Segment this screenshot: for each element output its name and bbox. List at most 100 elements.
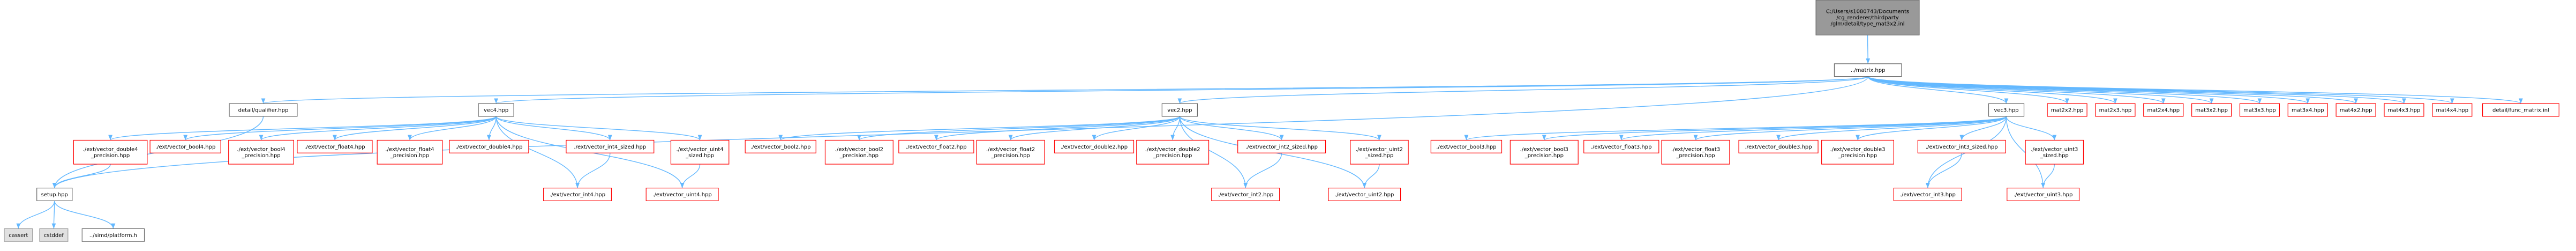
node-v4_uint4[interactable]: ./ext/vector_uint4.hpp bbox=[645, 188, 719, 201]
node-mat2x4-box bbox=[2143, 103, 2184, 117]
edge-vec3-to-v3_bool3_prec bbox=[1542, 116, 2007, 141]
edge-vec4-to-v4_uint4_sized bbox=[495, 116, 702, 141]
node-v2_float2[interactable]: ./ext/vector_float2.hpp bbox=[898, 139, 974, 153]
node-mat3x2[interactable]: mat3x2.hpp bbox=[2191, 103, 2232, 117]
node-cassert-box bbox=[4, 228, 33, 242]
node-v4_uint4-label-line-0: ./ext/vector_uint4.hpp bbox=[652, 192, 711, 198]
node-v4_double4[interactable]: ./ext/vector_double4.hpp bbox=[449, 139, 529, 153]
edge-matrix-to-setup bbox=[52, 76, 1868, 188]
node-mat2x4[interactable]: mat2x4.hpp bbox=[2143, 103, 2184, 117]
node-v2_int2[interactable]: ./ext/vector_int2.hpp bbox=[1211, 188, 1280, 201]
node-v2_uint2[interactable]: ./ext/vector_uint2.hpp bbox=[1328, 188, 1401, 201]
node-v2_uint2-box bbox=[1328, 188, 1401, 201]
node-v3_double3_prec[interactable]: ./ext/vector_double3_precision.hpp bbox=[1821, 139, 1895, 165]
node-mat3x4[interactable]: mat3x4.hpp bbox=[2287, 103, 2328, 117]
node-cstddef[interactable]: cstddef bbox=[39, 228, 69, 242]
node-v2_uint2_sized[interactable]: ./ext/vector_uint2_sized.hpp bbox=[1350, 139, 1409, 165]
node-v2_bool2[interactable]: ./ext/vector_bool2.hpp bbox=[745, 139, 816, 153]
node-mat3x4-label-line-0: mat3x4.hpp bbox=[2292, 108, 2324, 114]
node-matrix[interactable]: ../matrix.hpp bbox=[1834, 63, 1902, 77]
edge-vec2-to-v2_float2_prec bbox=[1008, 116, 1181, 141]
node-v2_float2_prec[interactable]: ./ext/vector_float2_precision.hpp bbox=[976, 139, 1045, 165]
node-cassert[interactable]: cassert bbox=[4, 228, 33, 242]
edge-vec4-to-v4_int4 bbox=[495, 116, 580, 188]
nodes-layer: C:/Users/s1080743/Documents/cg_renderer/… bbox=[4, 0, 2559, 242]
node-mat2x3-box bbox=[2095, 103, 2136, 117]
node-vec4[interactable]: vec4.hpp bbox=[478, 103, 514, 117]
node-v4_bool4-label-line-0: ./ext/vector_bool4.hpp bbox=[155, 144, 215, 150]
edge-v4_uint4_sized-to-v4_uint4 bbox=[680, 164, 701, 188]
edge-vec3-to-v3_int3_sized bbox=[1959, 116, 2007, 141]
node-v3_float3[interactable]: ./ext/vector_float3.hpp bbox=[1583, 139, 1659, 153]
node-v4_int4_sized-label-line-0: ./ext/vector_int4_sized.hpp bbox=[574, 144, 646, 150]
node-v3_int3-label-line-0: ./ext/vector_int3.hpp bbox=[1900, 192, 1956, 198]
node-v3_double3_prec-box bbox=[1821, 139, 1895, 165]
node-v3_uint3-label-line-0: ./ext/vector_uint3.hpp bbox=[2014, 192, 2072, 198]
node-v2_uint2-label-line-0: ./ext/vector_uint2.hpp bbox=[1335, 192, 1394, 198]
node-v4_bool4-box bbox=[149, 139, 221, 153]
edge-v3_uint3_sized-to-v3_uint3 bbox=[2041, 164, 2055, 188]
node-v3_uint3[interactable]: ./ext/vector_uint3.hpp bbox=[2007, 188, 2080, 201]
node-v2_double2_prec[interactable]: ./ext/vector_double2_precision.hpp bbox=[1136, 139, 1210, 165]
node-v4_bool4[interactable]: ./ext/vector_bool4.hpp bbox=[149, 139, 221, 153]
node-func_matrix[interactable]: detail/func_matrix.inl bbox=[2482, 103, 2559, 117]
node-v4_int4_sized[interactable]: ./ext/vector_int4_sized.hpp bbox=[566, 139, 655, 153]
node-v3_bool3-box bbox=[1430, 139, 1503, 153]
node-mat3x4-box bbox=[2287, 103, 2328, 117]
node-vec4-label-line-0: vec4.hpp bbox=[484, 108, 508, 114]
node-v2_double2[interactable]: ./ext/vector_double2.hpp bbox=[1054, 139, 1135, 153]
node-qualifier[interactable]: detail/qualifier.hpp bbox=[229, 103, 298, 117]
node-v2_bool2_prec[interactable]: ./ext/vector_bool2_precision.hpp bbox=[824, 139, 893, 165]
node-v3_float3-label-line-0: ./ext/vector_float3.hpp bbox=[1591, 144, 1652, 150]
edge-vec4-to-v4_double4_prec bbox=[108, 116, 497, 141]
node-mat2x2[interactable]: mat2x2.hpp bbox=[2047, 103, 2087, 117]
node-v4_float4[interactable]: ./ext/vector_float4.hpp bbox=[297, 139, 373, 153]
node-mat3x3[interactable]: mat3x3.hpp bbox=[2239, 103, 2280, 117]
node-v2_int2_sized[interactable]: ./ext/vector_int2_sized.hpp bbox=[1237, 139, 1326, 153]
node-v3_int3[interactable]: ./ext/vector_int3.hpp bbox=[1893, 188, 1962, 201]
edge-v4_double4_prec-to-setup bbox=[52, 164, 111, 188]
node-v3_uint3_sized[interactable]: ./ext/vector_uint3_sized.hpp bbox=[2025, 139, 2084, 165]
node-vec2-label-line-0: vec2.hpp bbox=[1167, 108, 1192, 114]
node-v3_float3_prec[interactable]: ./ext/vector_float3_precision.hpp bbox=[1661, 139, 1730, 165]
edge-vec3-to-v3_double3_prec bbox=[1856, 116, 2007, 141]
edge-vec4-to-v4_bool4_prec bbox=[259, 116, 497, 141]
node-mat2x3[interactable]: mat2x3.hpp bbox=[2095, 103, 2136, 117]
node-v4_float4-label-line-0: ./ext/vector_float4.hpp bbox=[304, 144, 365, 150]
node-v3_double3[interactable]: ./ext/vector_double3.hpp bbox=[1738, 139, 1819, 153]
node-mat3x3-label-line-0: mat3x3.hpp bbox=[2243, 108, 2276, 114]
node-root-label-line-2: /glm/detail/type_mat3x2.inl bbox=[1831, 21, 1905, 27]
node-vec3[interactable]: vec3.hpp bbox=[1988, 103, 2025, 117]
node-mat4x3[interactable]: mat4x3.hpp bbox=[2384, 103, 2424, 117]
node-v4_float4_prec[interactable]: ./ext/vector_float4_precision.hpp bbox=[377, 139, 443, 165]
node-setup[interactable]: setup.hpp bbox=[36, 188, 73, 201]
node-v3_bool3[interactable]: ./ext/vector_bool3.hpp bbox=[1430, 139, 1503, 153]
node-v4_double4_prec-label-line-0: ./ext/vector_double4 bbox=[83, 147, 138, 153]
node-root[interactable]: C:/Users/s1080743/Documents/cg_renderer/… bbox=[1815, 0, 1920, 35]
node-v3_int3_sized[interactable]: ./ext/vector_int3_sized.hpp bbox=[1917, 139, 2006, 153]
node-mat4x2[interactable]: mat4x2.hpp bbox=[2335, 103, 2376, 117]
node-setup-box bbox=[36, 188, 73, 201]
node-v4_uint4_sized-label-line-0: ./ext/vector_uint4 bbox=[677, 147, 724, 153]
node-v4_int4_sized-box bbox=[566, 139, 655, 153]
node-v4_uint4_sized[interactable]: ./ext/vector_uint4_sized.hpp bbox=[670, 139, 730, 165]
node-v2_uint2_sized-label-line-1: _sized.hpp bbox=[1364, 153, 1393, 159]
node-v2_bool2-label-line-0: ./ext/vector_bool2.hpp bbox=[750, 144, 810, 150]
node-vec2[interactable]: vec2.hpp bbox=[1161, 103, 1198, 117]
node-v4_bool4_prec-box bbox=[228, 139, 294, 165]
edge-matrix-to-mat4x4 bbox=[1867, 76, 2454, 104]
node-v2_float2_prec-label-line-0: ./ext/vector_float2 bbox=[986, 147, 1035, 153]
node-v2_bool2_prec-label-line-0: ./ext/vector_bool2 bbox=[835, 147, 883, 153]
node-platform[interactable]: ../simd/platform.h bbox=[81, 228, 145, 242]
node-v3_bool3_prec[interactable]: ./ext/vector_bool3_precision.hpp bbox=[1509, 139, 1579, 165]
node-v4_double4-box bbox=[449, 139, 529, 153]
node-v4_float4_prec-label-line-1: _precision.hpp bbox=[390, 153, 429, 159]
node-mat4x4[interactable]: mat4x4.hpp bbox=[2432, 103, 2473, 117]
node-v4_bool4_prec[interactable]: ./ext/vector_bool4_precision.hpp bbox=[228, 139, 294, 165]
edge-vec4-to-v4_float4_prec bbox=[408, 116, 497, 141]
node-v2_int2_sized-label-line-0: ./ext/vector_int2_sized.hpp bbox=[1245, 144, 1318, 150]
node-v4_double4_prec[interactable]: ./ext/vector_double4_precision.hpp bbox=[73, 139, 148, 165]
node-v4_int4[interactable]: ./ext/vector_int4.hpp bbox=[543, 188, 612, 201]
node-v3_double3-box bbox=[1738, 139, 1819, 153]
node-v2_double2_prec-label-line-1: _precision.hpp bbox=[1153, 153, 1192, 159]
